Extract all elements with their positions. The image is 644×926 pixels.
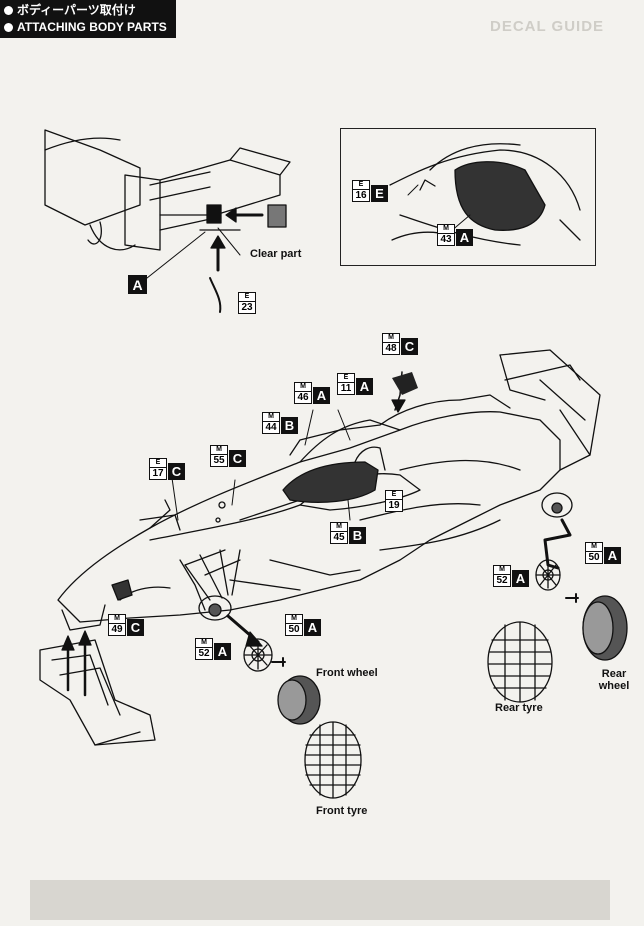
front-wing: [39, 630, 156, 746]
cockpit-inset-frame: [340, 128, 596, 266]
nose-wing-detail: [44, 129, 291, 251]
car-body: [57, 349, 601, 631]
bullet-icon: [4, 23, 13, 32]
bottom-ghost-strip: [30, 880, 610, 920]
front-wheel-label: Front wheel: [316, 667, 378, 679]
bullet-icon: [4, 6, 13, 15]
rear-tyre-label: Rear tyre: [495, 702, 543, 714]
rear-wheel-label: Rear wheel: [598, 668, 630, 692]
clear-part-label: Clear part: [250, 248, 302, 260]
part-letter-a: A: [128, 275, 147, 294]
front-tyre-label: Front tyre: [316, 805, 368, 817]
section-header: ボディーパーツ取付け ATTACHING BODY PARTS: [0, 0, 176, 38]
header-english: ATTACHING BODY PARTS: [17, 20, 167, 34]
decal-guide-ghost-text: DECAL GUIDE: [490, 18, 605, 35]
header-japanese: ボディーパーツ取付け: [17, 3, 136, 17]
cockpit-detail: [389, 143, 581, 246]
